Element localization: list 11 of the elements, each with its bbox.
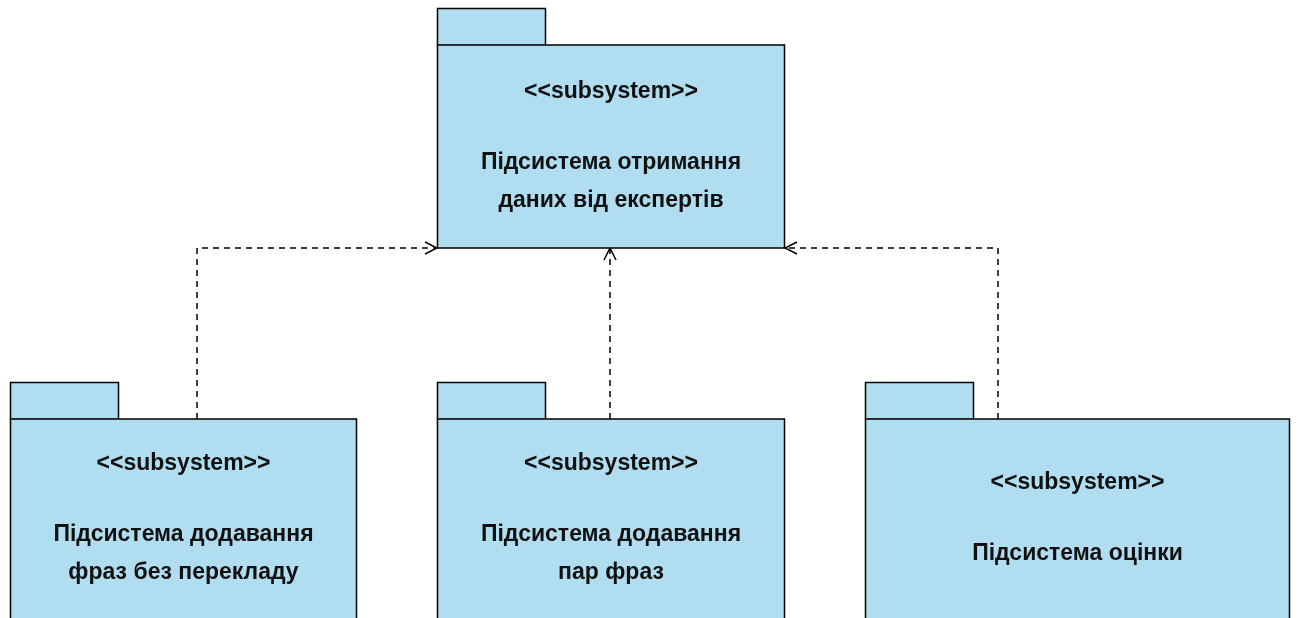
package-name: Підсистема додавання пар фраз [480,519,742,586]
package-name: Підсистема отримання даних від експертів [480,146,742,214]
package-name: Підсистема додавання фраз без перекладу [52,519,315,586]
stereotype-label: <<subsystem>> [96,448,271,476]
dependency-arrow [784,241,999,420]
dependency-arrow [603,247,617,420]
stereotype-label: <<subsystem>> [524,448,698,476]
dependency-arrow [196,241,438,420]
package-name: Підсистема оцінки [972,538,1183,567]
stereotype-label: <<subsystem>> [524,75,698,104]
stereotype-label: <<subsystem>> [990,467,1165,495]
